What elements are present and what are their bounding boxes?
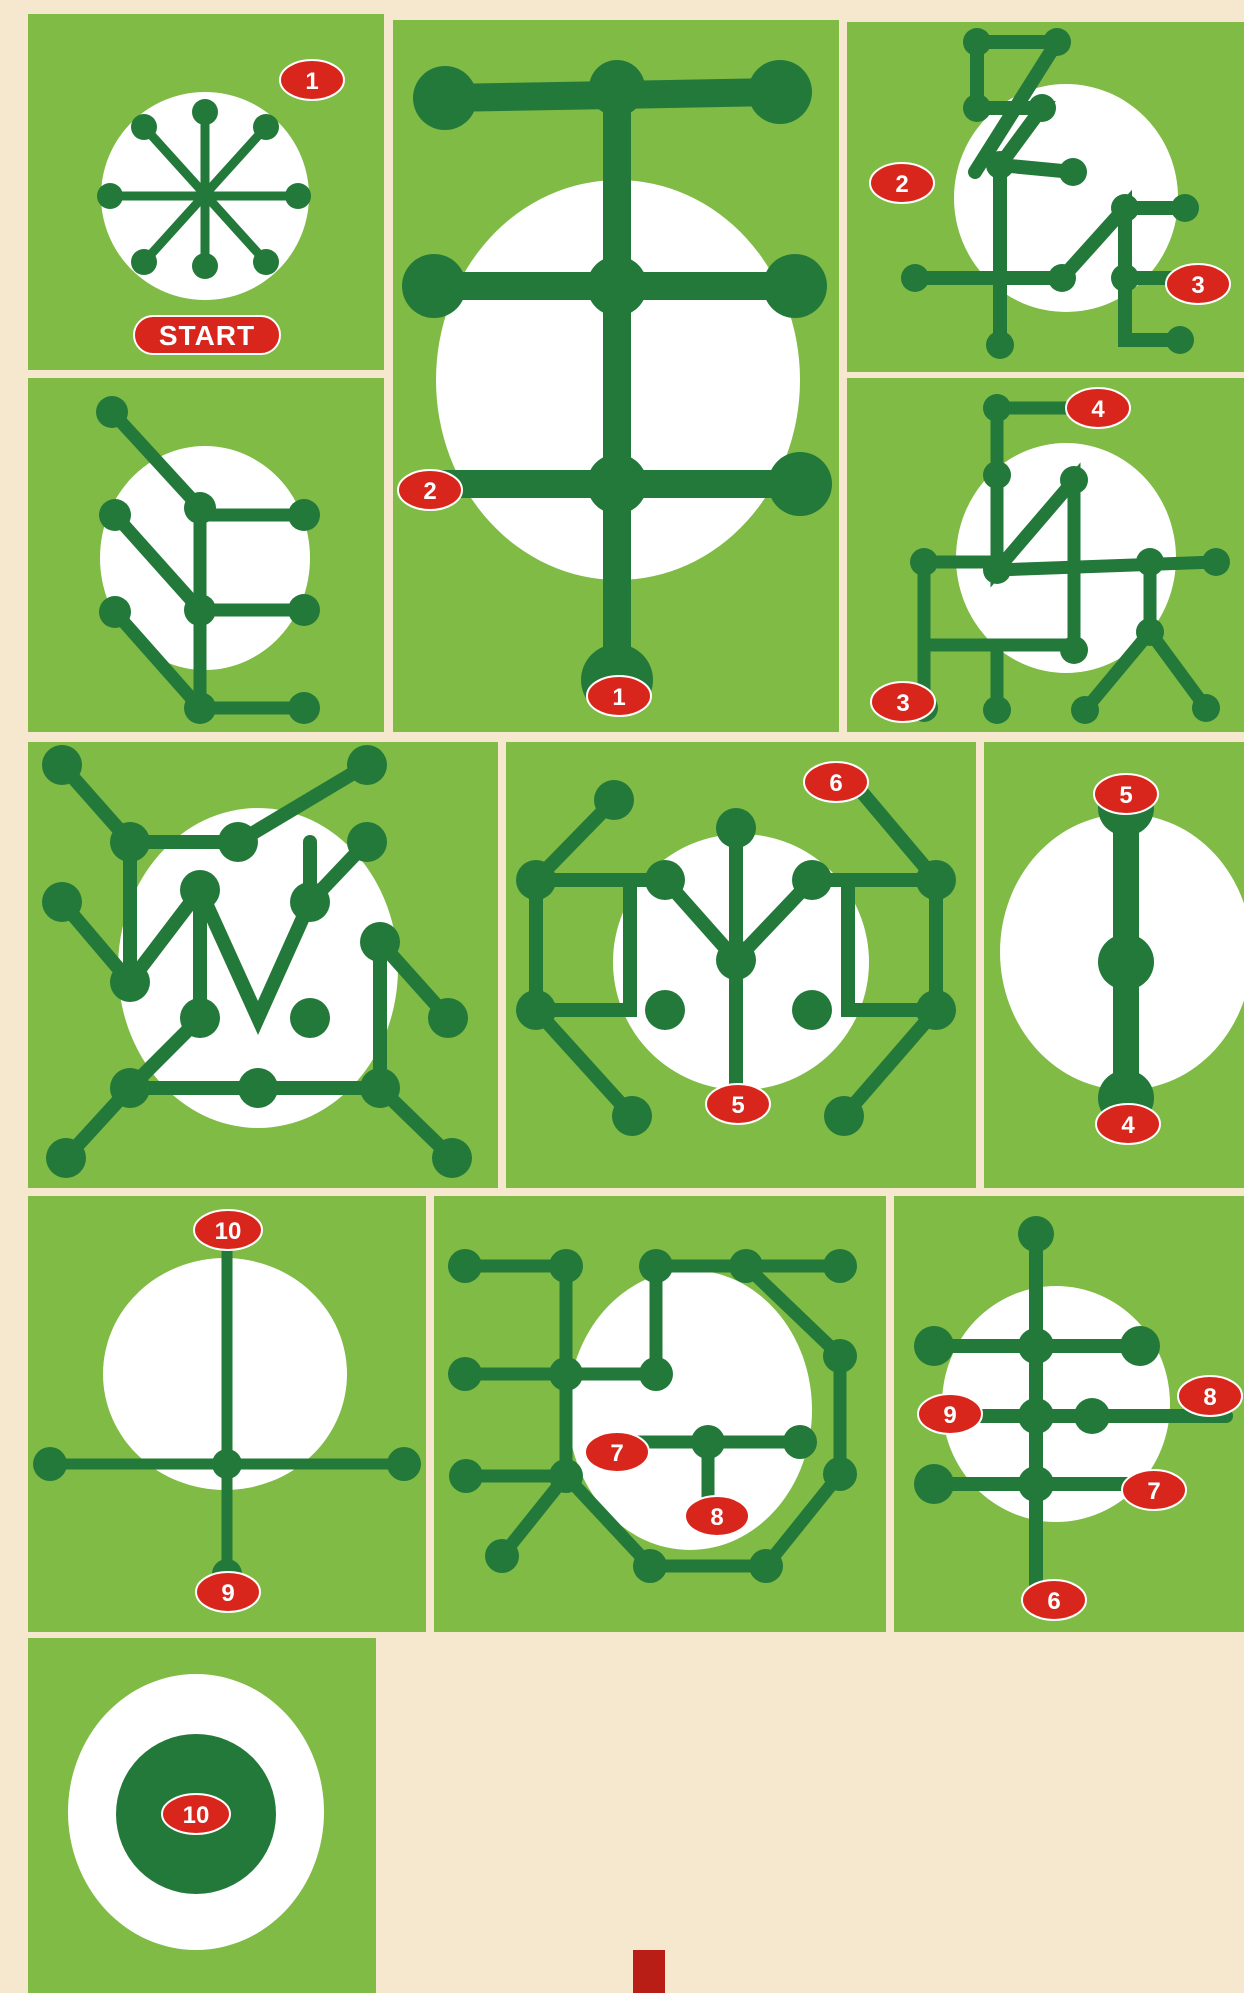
- start-label: START: [134, 316, 280, 354]
- panel-double-cross: 2 1: [393, 20, 839, 732]
- badge-9-entry: 9: [918, 1394, 982, 1434]
- svg-text:6: 6: [829, 770, 842, 797]
- svg-text:5: 5: [1119, 782, 1132, 809]
- badge-6-exit: 6: [1022, 1580, 1086, 1620]
- badge-8: 8: [685, 1496, 749, 1536]
- panel-start: START 1: [28, 14, 384, 370]
- panel-leaf: [28, 378, 384, 732]
- svg-text:2: 2: [423, 478, 436, 505]
- svg-text:4: 4: [1091, 396, 1105, 423]
- svg-text:3: 3: [896, 690, 909, 717]
- svg-text:7: 7: [1147, 1478, 1160, 1505]
- panel-target: 10: [28, 1638, 376, 1993]
- svg-text:START: START: [159, 320, 255, 351]
- badge-4: 4: [1066, 388, 1130, 428]
- panel-comb: 9 8 7 6: [894, 1196, 1244, 1632]
- svg-text:5: 5: [731, 1092, 744, 1119]
- badge-10: 10: [194, 1210, 262, 1250]
- badge-7-exit: 7: [1122, 1470, 1186, 1510]
- panel-web: [28, 742, 498, 1188]
- badge-5: 5: [706, 1084, 770, 1124]
- panel-zigzag-maze-b: 4 3: [847, 378, 1244, 732]
- svg-text:7: 7: [610, 1440, 623, 1467]
- badge-4-exit: 4: [1096, 1104, 1160, 1144]
- badge-3: 3: [1166, 264, 1230, 304]
- svg-text:4: 4: [1121, 1112, 1135, 1139]
- panel-zigzag-maze-a: 2 3: [847, 22, 1244, 372]
- badge-3-entry: 3: [871, 682, 935, 722]
- svg-text:8: 8: [1203, 1384, 1216, 1411]
- svg-text:10: 10: [215, 1218, 242, 1245]
- badge-7: 7: [585, 1432, 649, 1472]
- badge-2-entry: 2: [870, 163, 934, 203]
- svg-text:6: 6: [1047, 1588, 1060, 1615]
- badge-1: 1: [280, 60, 344, 100]
- svg-text:8: 8: [710, 1504, 723, 1531]
- svg-text:1: 1: [612, 684, 625, 711]
- badge-2: 2: [398, 470, 462, 510]
- panel-arch: 6 5: [506, 742, 976, 1188]
- badge-1-exit: 1: [587, 676, 651, 716]
- badge-5-entry: 5: [1094, 774, 1158, 814]
- panel-hook: 7 8: [434, 1196, 886, 1632]
- svg-text:9: 9: [221, 1580, 234, 1607]
- badge-8-exit: 8: [1178, 1376, 1242, 1416]
- badge-6: 6: [804, 762, 868, 802]
- panel-bar: 5 4: [984, 742, 1244, 1188]
- svg-text:3: 3: [1191, 272, 1204, 299]
- svg-text:9: 9: [943, 1402, 956, 1429]
- page-edge-marker: [633, 1950, 665, 1993]
- svg-text:2: 2: [895, 171, 908, 198]
- panel-plus: 10 9: [28, 1196, 426, 1632]
- badge-10-finish: 10: [162, 1794, 230, 1834]
- badge-9: 9: [196, 1572, 260, 1612]
- svg-text:1: 1: [305, 68, 318, 95]
- svg-text:10: 10: [183, 1802, 210, 1829]
